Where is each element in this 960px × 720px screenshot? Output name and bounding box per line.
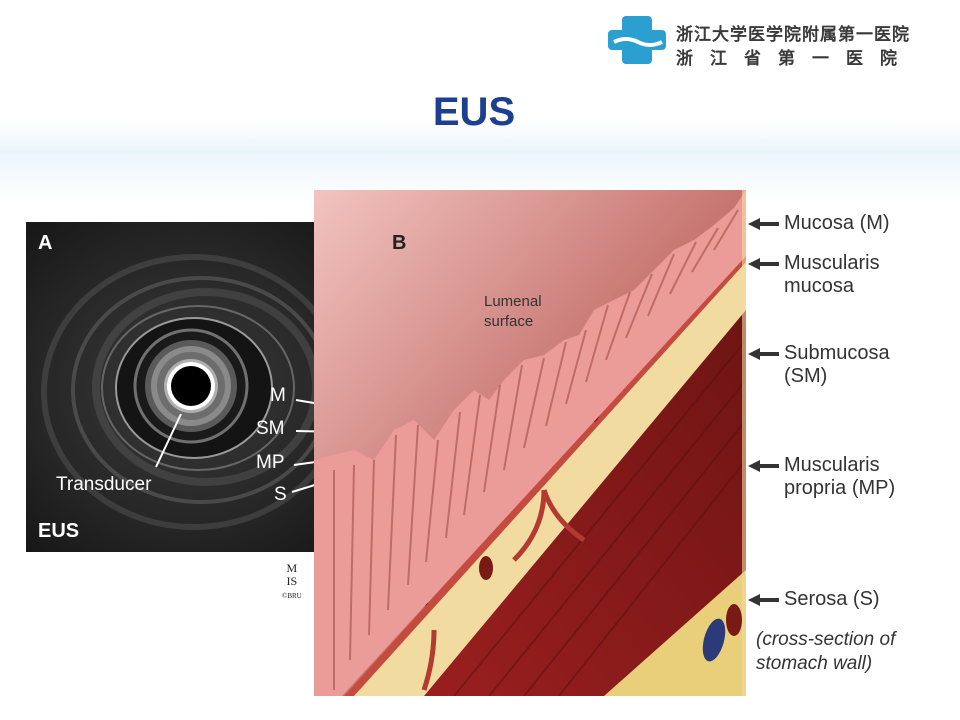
hospital-name-line1: 浙江大学医学院附属第一医院 <box>676 25 910 45</box>
label-serosa: Serosa (S) <box>784 588 880 610</box>
hospital-name-line2: 浙江省第一医院 <box>676 49 914 69</box>
label-submucosa: Submucosa (SM) <box>784 342 890 387</box>
eus-label-s: S <box>274 484 287 505</box>
stomach-wall-illustration <box>314 190 746 696</box>
medical-cross-logo-icon <box>608 16 666 64</box>
lumenal-surface-label: Lumenal surface <box>484 293 542 330</box>
panel-a-letter: A <box>38 232 53 254</box>
panel-b-letter: B <box>392 232 407 254</box>
eus-label-m: M <box>270 385 286 406</box>
label-muscularis-mucosa: Muscularis mucosa <box>784 252 880 297</box>
panel-a-footer-label: EUS <box>38 520 80 542</box>
layer-arrows <box>748 218 779 606</box>
cross-section-note: (cross-section of stomach wall) <box>756 629 896 674</box>
label-muscularis-propria: Muscularis propria (MP) <box>784 454 896 499</box>
slide-title: EUS <box>432 90 516 134</box>
eus-label-transducer: Transducer <box>56 474 152 495</box>
eus-label-mp: MP <box>256 452 285 473</box>
header-background-band <box>0 120 960 200</box>
label-mucosa: Mucosa (M) <box>784 212 890 234</box>
eus-label-sm: SM <box>256 418 285 439</box>
